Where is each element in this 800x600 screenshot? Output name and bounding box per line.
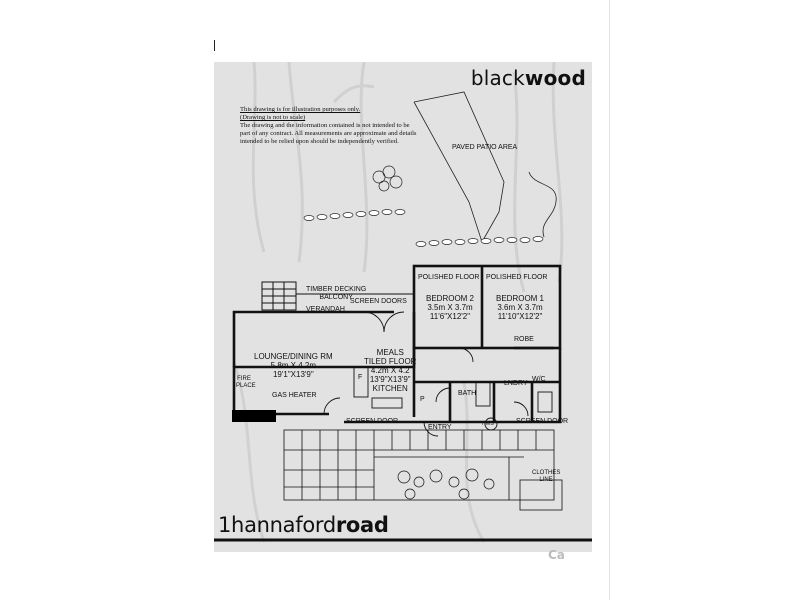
label-screen-doors: SCREEN DOORS: [350, 298, 407, 305]
label-gas-heater: GAS HEATER: [272, 392, 317, 399]
tree-background: [232, 62, 564, 543]
lounge-name: LOUNGE/DINING RM: [254, 352, 333, 361]
shrub: [372, 165, 403, 192]
balcony-text: BALCONY: [319, 294, 353, 301]
label-robe: ROBE: [514, 336, 534, 343]
disclaimer-text: This drawing is for illustration purpose…: [240, 106, 420, 146]
label-entry: ENTRY: [428, 424, 452, 431]
label-clothes-line: CLOTHES LINE: [532, 470, 561, 483]
label-paved-patio: PAVED PATIO AREA: [452, 144, 518, 151]
disclaimer-body: The drawing and the information containe…: [240, 122, 417, 145]
kitchen-text: KITCHEN: [372, 384, 408, 393]
floor-plan-drawing: [214, 62, 592, 552]
brand-logo-top: blackwood: [470, 66, 586, 90]
label-polished-floor-1: POLISHED FLOOR: [418, 274, 480, 281]
brand-address-bottom: 1hannafordroad: [218, 513, 389, 537]
label-bath: BATH: [458, 390, 477, 397]
stepping-stones: [303, 209, 544, 247]
label-kitchen: MEALS TILED FLOOR 4.2m X 4.2 13'9"X13'9"…: [364, 348, 416, 393]
label-screen-door-1: SCREEN DOOR: [346, 418, 399, 425]
page-edge-line: [609, 0, 610, 600]
clothes-line-area: [519, 479, 563, 511]
label-lndry: LNDRY: [504, 380, 528, 387]
balcony-stairs: [261, 281, 414, 311]
tiled-floor-text: TILED FLOOR: [364, 357, 417, 366]
margin-tick: [214, 40, 215, 51]
label-bedroom2: BEDROOM 2 3.5m X 3.7m 11'6"X12'2": [426, 294, 474, 321]
watermark: Ca: [548, 548, 565, 562]
label-fridge: F: [358, 374, 363, 381]
disclaimer-line1: This drawing is for illustration purpose…: [240, 106, 361, 113]
lounge-imperial: 19'1"X13'9": [272, 370, 314, 379]
label-timber-decking: TIMBER DECKING BALCONY: [306, 286, 366, 302]
label-pantry: P: [420, 396, 425, 403]
fire-place: [232, 410, 276, 422]
label-hws: HWS: [482, 421, 494, 427]
kitchen-imperial: 13'9"X13'9": [369, 375, 411, 384]
bedroom1-name: BEDROOM 1: [496, 294, 545, 303]
bedroom1-imperial: 11'10"X12'2": [497, 312, 543, 321]
meals-text: MEALS: [376, 348, 404, 357]
kitchen-fittings: [353, 366, 553, 431]
paved-patio-outline: [413, 91, 557, 243]
label-verandah: VERANDAH: [306, 306, 345, 313]
disclaimer-line2: (Drawing is not to scale): [240, 114, 306, 121]
garden-shrubs: [397, 468, 495, 500]
door-swings: [323, 311, 529, 437]
bedroom1-metric: 3.6m X 3.7m: [497, 303, 543, 312]
bedroom2-metric: 3.5m X 3.7m: [427, 303, 473, 312]
label-wc: W/C: [532, 376, 546, 383]
label-screen-door-2: SCREEN DOOR: [516, 418, 569, 425]
timber-decking-text: TIMBER DECKING: [306, 286, 367, 293]
bedroom2-imperial: 11'6"X12'2": [429, 312, 471, 321]
lounge-metric: 5.8m X 4.2m: [270, 361, 317, 370]
deck-paving: [283, 429, 555, 501]
label-polished-floor-2: POLISHED FLOOR: [486, 274, 548, 281]
label-fire-place: FIRE PLACE: [236, 376, 256, 389]
label-bedroom1: BEDROOM 1 3.6m X 3.7m 11'10"X12'2": [496, 294, 544, 321]
floor-plan-sheet: blackwood This drawing is for illustrati…: [214, 62, 592, 552]
bedroom2-name: BEDROOM 2: [426, 294, 475, 303]
label-lounge: LOUNGE/DINING RM 5.8m X 4.2m 19'1"X13'9": [254, 352, 333, 379]
kitchen-metric: 4.2m X 4.2: [370, 366, 410, 375]
